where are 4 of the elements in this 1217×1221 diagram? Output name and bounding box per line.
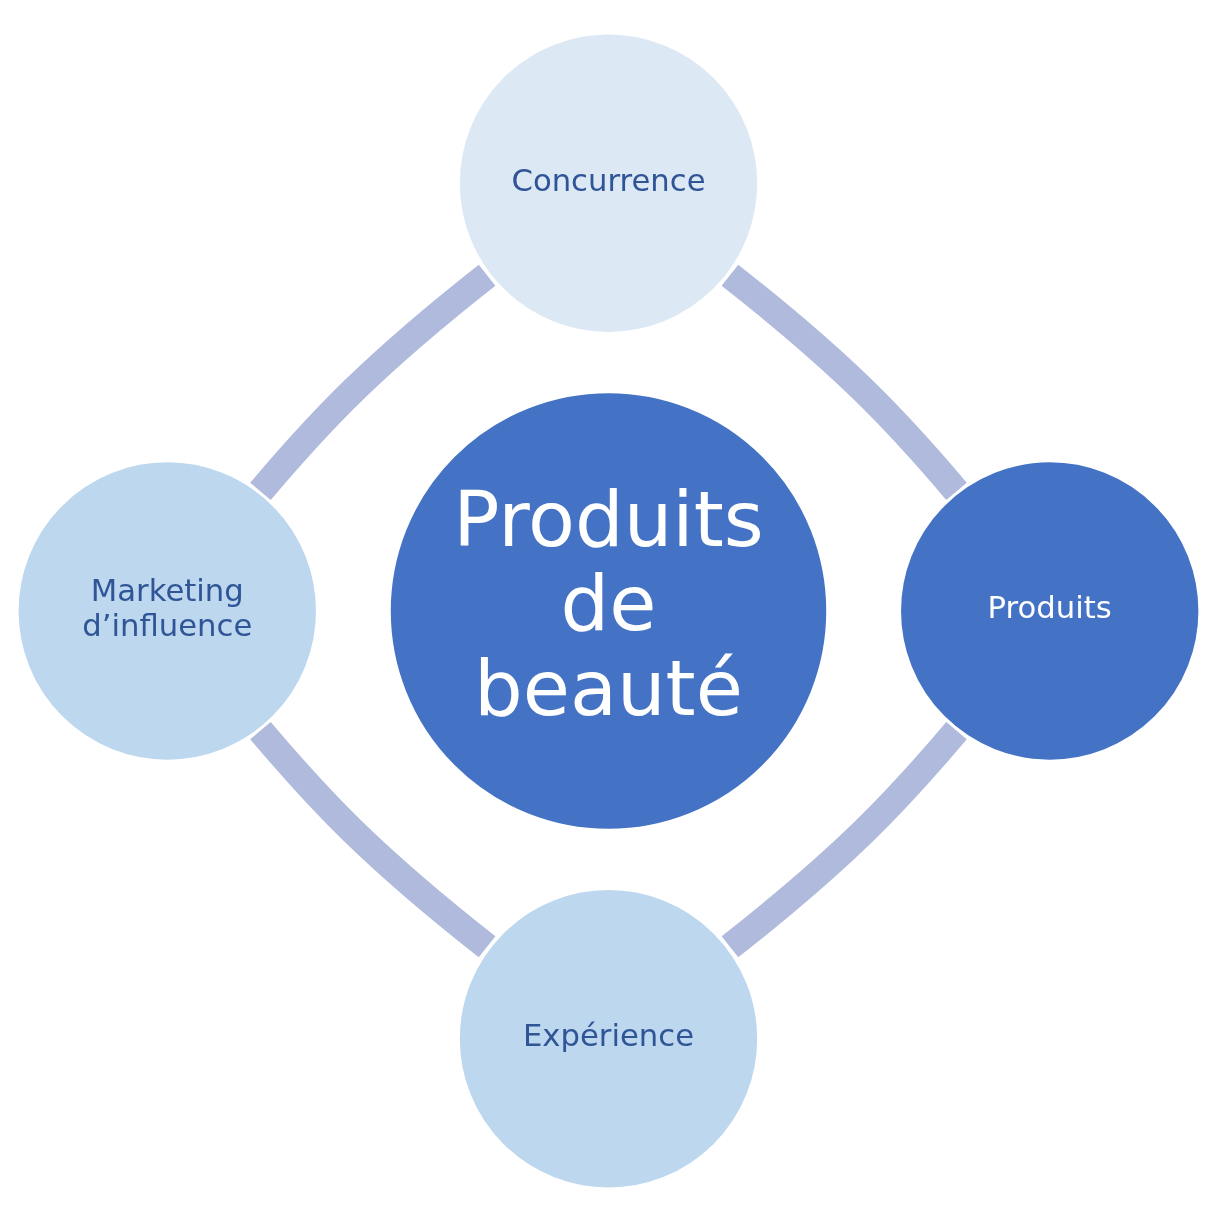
connector xyxy=(250,264,496,500)
connector xyxy=(250,721,496,957)
connector xyxy=(721,721,967,957)
connector xyxy=(721,264,967,500)
